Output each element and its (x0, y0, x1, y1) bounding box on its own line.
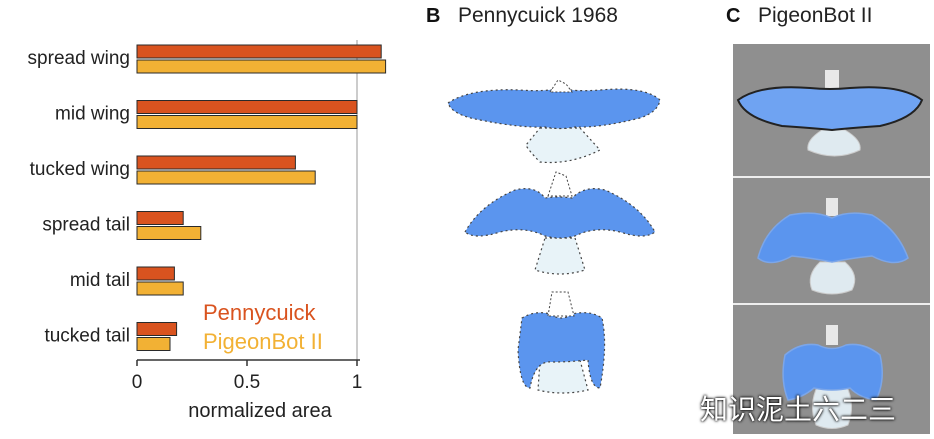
pennycuick-tucked-tail (537, 359, 589, 394)
bar-pennycuick (136, 100, 358, 114)
panel-c-title: PigeonBot II (758, 4, 872, 27)
bars (136, 44, 387, 351)
pigeonbot-tucked-photo (782, 325, 883, 429)
bar-pigeonbot (136, 281, 184, 296)
bar-pigeonbot (136, 115, 358, 129)
pennycuick-spread-wings (447, 87, 661, 130)
category-label: spread wing (28, 48, 130, 69)
panel-b-title: Pennycuick 1968 (458, 4, 618, 27)
category-labels: spread wing mid wing tucked wing spread tai… (28, 48, 130, 347)
bar-pennycuick (136, 155, 296, 170)
x-tick-label: 1 (352, 372, 363, 393)
pigeonbot-spread-wings (736, 86, 924, 132)
pigeonbot-mid-wings (757, 212, 909, 264)
pigeonbot-mid-photo (757, 198, 909, 295)
panel-b-letter: B (426, 5, 440, 27)
watermark-text: 知识泥土六二三 (700, 393, 897, 426)
pennycuick-mid-head (547, 171, 573, 197)
bar-pigeonbot (136, 337, 171, 351)
x-tick-label: 0.5 (234, 372, 260, 393)
pigeonbot-tucked-mount (826, 325, 838, 345)
legend-label-pennycuick: Pennycuick (203, 300, 317, 325)
pigeonbot-spread-mount (825, 70, 839, 90)
panel-c-letter: C (726, 5, 740, 27)
pennycuick-tucked-wings (517, 312, 606, 389)
pigeonbot-tucked-tail (812, 384, 852, 429)
category-label: tucked wing (30, 159, 130, 180)
x-tick-label: 0 (132, 372, 143, 393)
bar-pigeonbot (136, 170, 316, 185)
pennycuick-spread-head (549, 79, 573, 93)
bar-pennycuick (136, 322, 178, 336)
category-label: tucked tail (44, 326, 130, 347)
pigeonbot-mid-tail (809, 261, 856, 295)
panel-b: B Pennycuick 1968 (426, 4, 661, 394)
pennycuick-mid-wings (464, 188, 656, 239)
x-axis-label: normalized area (188, 400, 332, 422)
bar-pennycuick (136, 266, 175, 281)
pigeonbot-mid-mount (826, 198, 838, 216)
pennycuick-mid-tail (534, 237, 586, 275)
bar-pennycuick (136, 211, 184, 225)
pennycuick-tucked-head (547, 291, 575, 317)
pennycuick-mid-silhouette (464, 171, 656, 275)
bar-chart: spread wing mid wing tucked wing spread tai… (28, 40, 387, 422)
category-label: mid wing (55, 104, 130, 125)
category-label: mid tail (70, 270, 130, 291)
pigeonbot-spread-tail (807, 129, 861, 157)
pigeonbot-spread-photo (736, 70, 924, 157)
bar-pigeonbot (136, 59, 387, 74)
legend-label-pigeonbot: PigeonBot II (203, 329, 323, 354)
bar-pennycuick (136, 44, 382, 59)
pennycuick-spread-silhouette (447, 79, 661, 164)
bar-pigeonbot (136, 226, 202, 240)
category-label: spread tail (42, 215, 130, 236)
pennycuick-spread-tail (525, 127, 601, 164)
panel-c: C PigeonBot II (726, 4, 930, 434)
legend: Pennycuick PigeonBot II (203, 300, 323, 354)
pennycuick-tucked-silhouette (517, 291, 606, 394)
pigeonbot-tucked-wings (782, 343, 883, 401)
